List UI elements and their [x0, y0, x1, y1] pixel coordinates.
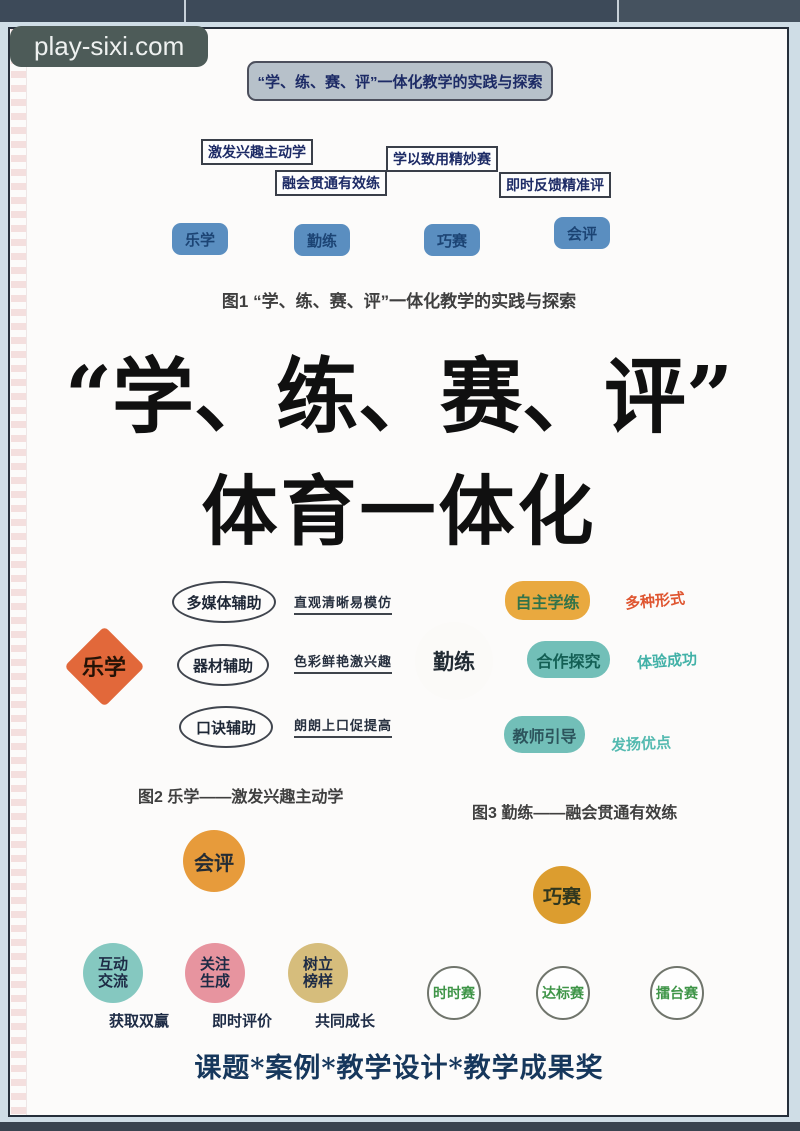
figure1-branch-label: 学以致用精妙赛	[386, 146, 498, 172]
figure3-branch-label: 体验成功	[636, 650, 698, 673]
figure2-center-label: 乐学	[81, 655, 126, 680]
figure5-center-circle: 巧赛	[533, 866, 591, 924]
figure4-node-circle: 互动 交流	[83, 943, 143, 1003]
figure3-branch-label: 发扬优点	[610, 734, 672, 755]
figure3-center-circle: 勤练	[415, 622, 493, 700]
figure1-branch-label: 激发兴趣主动学	[201, 139, 313, 165]
figure3-caption: 图3 勤练——融会贯通有效练	[472, 805, 678, 822]
figure2-node-ellipse: 多媒体辅助	[172, 581, 276, 623]
figure2-node-ellipse: 器材辅助	[177, 644, 269, 686]
figure1-node: 会评	[554, 217, 610, 249]
figure1-node: 乐学	[172, 223, 228, 255]
bottom-window-bar	[0, 1122, 800, 1131]
left-edge-tick-pattern	[11, 29, 27, 1115]
main-title-line1: “学、练、赛、评”	[64, 349, 734, 445]
figure4-node-text: 互动	[97, 955, 128, 973]
figure5-node-circle: 时时赛	[427, 966, 481, 1020]
figure1-root-box: “学、练、赛、评”一体化教学的实践与探索	[247, 61, 553, 101]
top-bar-seam-line	[617, 0, 619, 22]
figure3-node: 教师引导	[504, 716, 585, 753]
watermark-badge: play-sixi.com	[10, 26, 209, 67]
figure2-branch-label: 直观清晰易模仿	[294, 592, 393, 615]
figure1-caption: 图1 “学、练、赛、评”一体化教学的实践与探索	[221, 292, 577, 311]
figure1-node: 勤练	[294, 224, 350, 256]
figure3-node: 自主学练	[505, 581, 590, 620]
top-bar-right-segment	[619, 0, 800, 22]
figure4-node-text: 树立	[302, 955, 333, 973]
figure2-branch-label: 朗朗上口促提高	[294, 715, 393, 738]
figure2-caption: 图2 乐学——激发兴趣主动学	[138, 789, 344, 806]
footer-text: 课题*案例*教学设计*教学成果奖	[194, 1053, 604, 1084]
top-window-bar	[0, 0, 800, 22]
figure4-node-circle: 关注 生成	[185, 943, 245, 1003]
figure4-node-label: 即时评价	[212, 1013, 273, 1030]
figure4-center-circle: 会评	[183, 830, 245, 892]
figure1-branch-label: 即时反馈精准评	[499, 172, 611, 198]
figure4-node-label: 获取双赢	[109, 1013, 170, 1030]
figure3-node: 合作探究	[527, 641, 610, 678]
figure4-node-label: 共同成长	[315, 1013, 376, 1030]
figure5-node-circle: 擂台赛	[650, 966, 704, 1020]
figure4-node-text: 榜样	[302, 973, 333, 990]
figure2-branch-label: 色彩鲜艳激兴趣	[294, 651, 393, 674]
paper-sheet	[8, 27, 789, 1117]
figure1-node: 巧赛	[424, 224, 480, 256]
figure1-branch-label: 融会贯通有效练	[275, 170, 387, 196]
main-title-line2: 体育一体化	[201, 467, 597, 556]
figure5-node-circle: 达标赛	[536, 966, 590, 1020]
top-bar-seam-line	[184, 0, 186, 22]
figure4-node-circle: 树立 榜样	[288, 943, 348, 1003]
figure4-node-text: 交流	[97, 973, 128, 990]
figure4-node-text: 关注	[199, 955, 230, 973]
figure4-node-text: 生成	[199, 973, 230, 990]
figure2-node-ellipse: 口诀辅助	[179, 706, 273, 748]
